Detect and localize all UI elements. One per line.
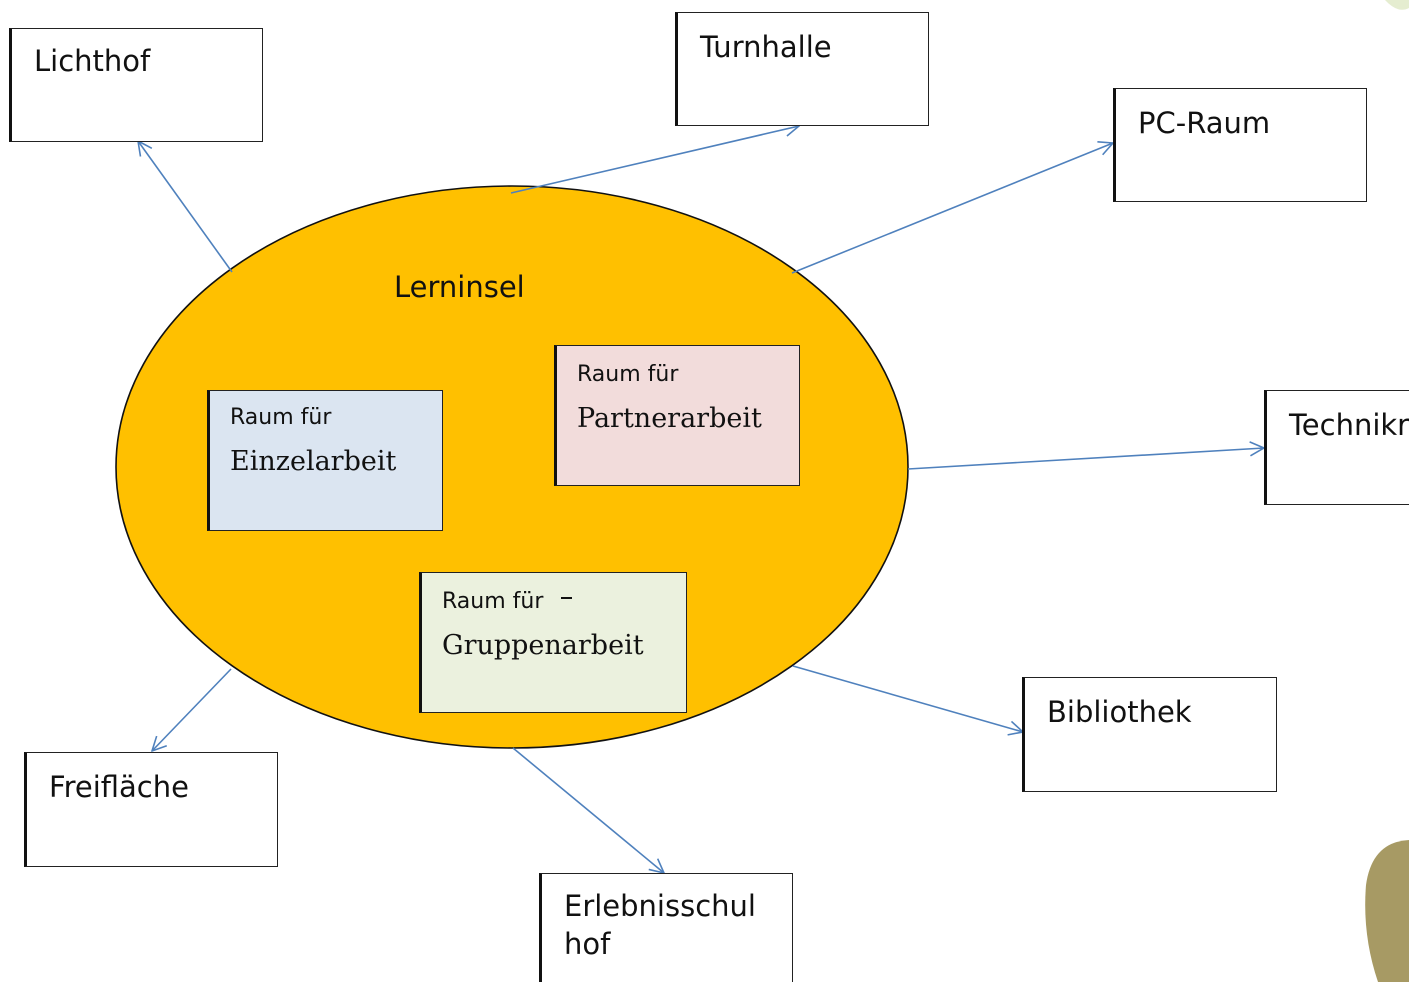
box-bibliothek-label: Bibliothek <box>1047 695 1192 729</box>
arrow-to-lichthof <box>138 141 233 273</box>
box-turnhalle-label: Turnhalle <box>700 30 832 64</box>
decorative-figure-shape <box>1365 840 1409 982</box>
room-einzelarbeit-line2: Einzelarbeit <box>230 446 397 477</box>
arrow-to-freiflaeche <box>152 668 232 751</box>
box-pc-raum-label: PC-Raum <box>1138 106 1271 140</box>
room-gruppenarbeit-line2: Gruppenarbeit <box>442 630 644 661</box>
lerninsel-title: Lerninsel <box>394 270 525 304</box>
lerninsel-ellipse <box>115 185 909 749</box>
box-erlebnisschulhof: Erlebnisschul hof <box>539 873 793 982</box>
box-bibliothek: Bibliothek <box>1022 677 1277 792</box>
box-lichthof-label: Lichthof <box>34 44 151 78</box>
room-partnerarbeit-line1: Raum für <box>577 362 679 387</box>
box-technikraum-label: Technikr <box>1289 408 1409 442</box>
box-turnhalle: Turnhalle <box>675 12 929 126</box>
arrow-to-bibliothek <box>792 665 1023 732</box>
box-freiflaeche: Freifläche <box>24 752 278 867</box>
box-freiflaeche-label: Freifläche <box>49 770 189 804</box>
decorative-leaf-shape <box>1385 0 1409 10</box>
room-einzelarbeit-line1: Raum für <box>230 405 332 430</box>
box-erlebnisschulhof-label-2: hof <box>564 926 611 961</box>
arrow-to-turnhalle <box>510 126 799 194</box>
box-pc-raum: PC-Raum <box>1113 88 1367 202</box>
arrow-to-pc-raum <box>791 143 1113 274</box>
arrow-to-technik <box>907 448 1264 470</box>
room-partnerarbeit: Raum für Partnerarbeit <box>554 345 800 486</box>
box-technikraum: Technikr <box>1264 390 1409 505</box>
arrow-to-erlebnisschulhof <box>512 747 664 873</box>
box-lichthof: Lichthof <box>9 28 263 142</box>
box-erlebnisschulhof-label-1: Erlebnisschul <box>564 889 756 923</box>
room-einzelarbeit: Raum für Einzelarbeit <box>207 390 443 531</box>
room-partnerarbeit-line2: Partnerarbeit <box>577 403 762 434</box>
overline-mark <box>561 597 572 599</box>
room-gruppenarbeit: Raum für Gruppenarbeit <box>419 572 687 713</box>
room-gruppenarbeit-line1: Raum für <box>442 589 544 614</box>
